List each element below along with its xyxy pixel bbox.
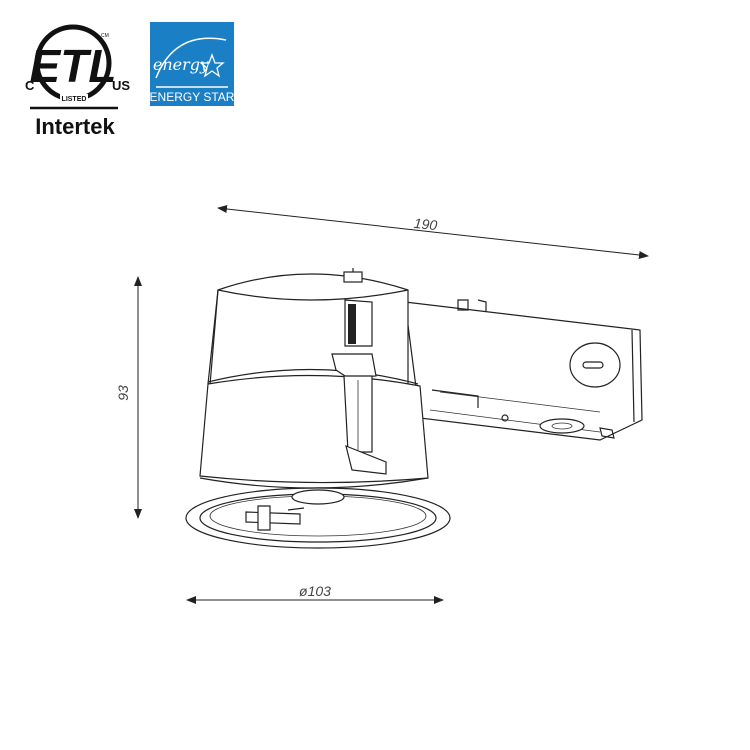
- dimension-height-label: 93: [115, 385, 131, 401]
- etl-c-text: C: [25, 78, 35, 93]
- trim-ring: [185, 487, 451, 549]
- junction-box: [404, 299, 643, 441]
- etl-listed-logo: ETL LISTED CM C US Intertek: [25, 24, 130, 139]
- dimension-height: 93: [115, 276, 142, 519]
- dimension-diameter-label: ø103: [299, 583, 331, 599]
- etl-cm-text: CM: [101, 33, 109, 39]
- spring-clip: [331, 299, 387, 475]
- dimension-length: 190: [217, 205, 649, 259]
- energy-star-logo: energy ENERGY STAR: [150, 22, 235, 106]
- dimension-diameter: ø103: [186, 583, 444, 604]
- intertek-text: Intertek: [35, 114, 115, 139]
- energy-star-background: [150, 22, 234, 106]
- dimension-length-label: 190: [413, 215, 438, 234]
- etl-mark: ETL: [30, 40, 117, 92]
- star-icon: [199, 53, 225, 78]
- recessed-housing-drawing: [185, 268, 643, 549]
- energy-star-label: ENERGY STAR: [150, 90, 235, 104]
- housing-can: [199, 268, 429, 489]
- etl-listed-text: LISTED: [62, 96, 87, 103]
- knockout-icon: [569, 342, 621, 388]
- energy-script-text: energy: [153, 55, 210, 74]
- etl-us-text: US: [112, 78, 130, 93]
